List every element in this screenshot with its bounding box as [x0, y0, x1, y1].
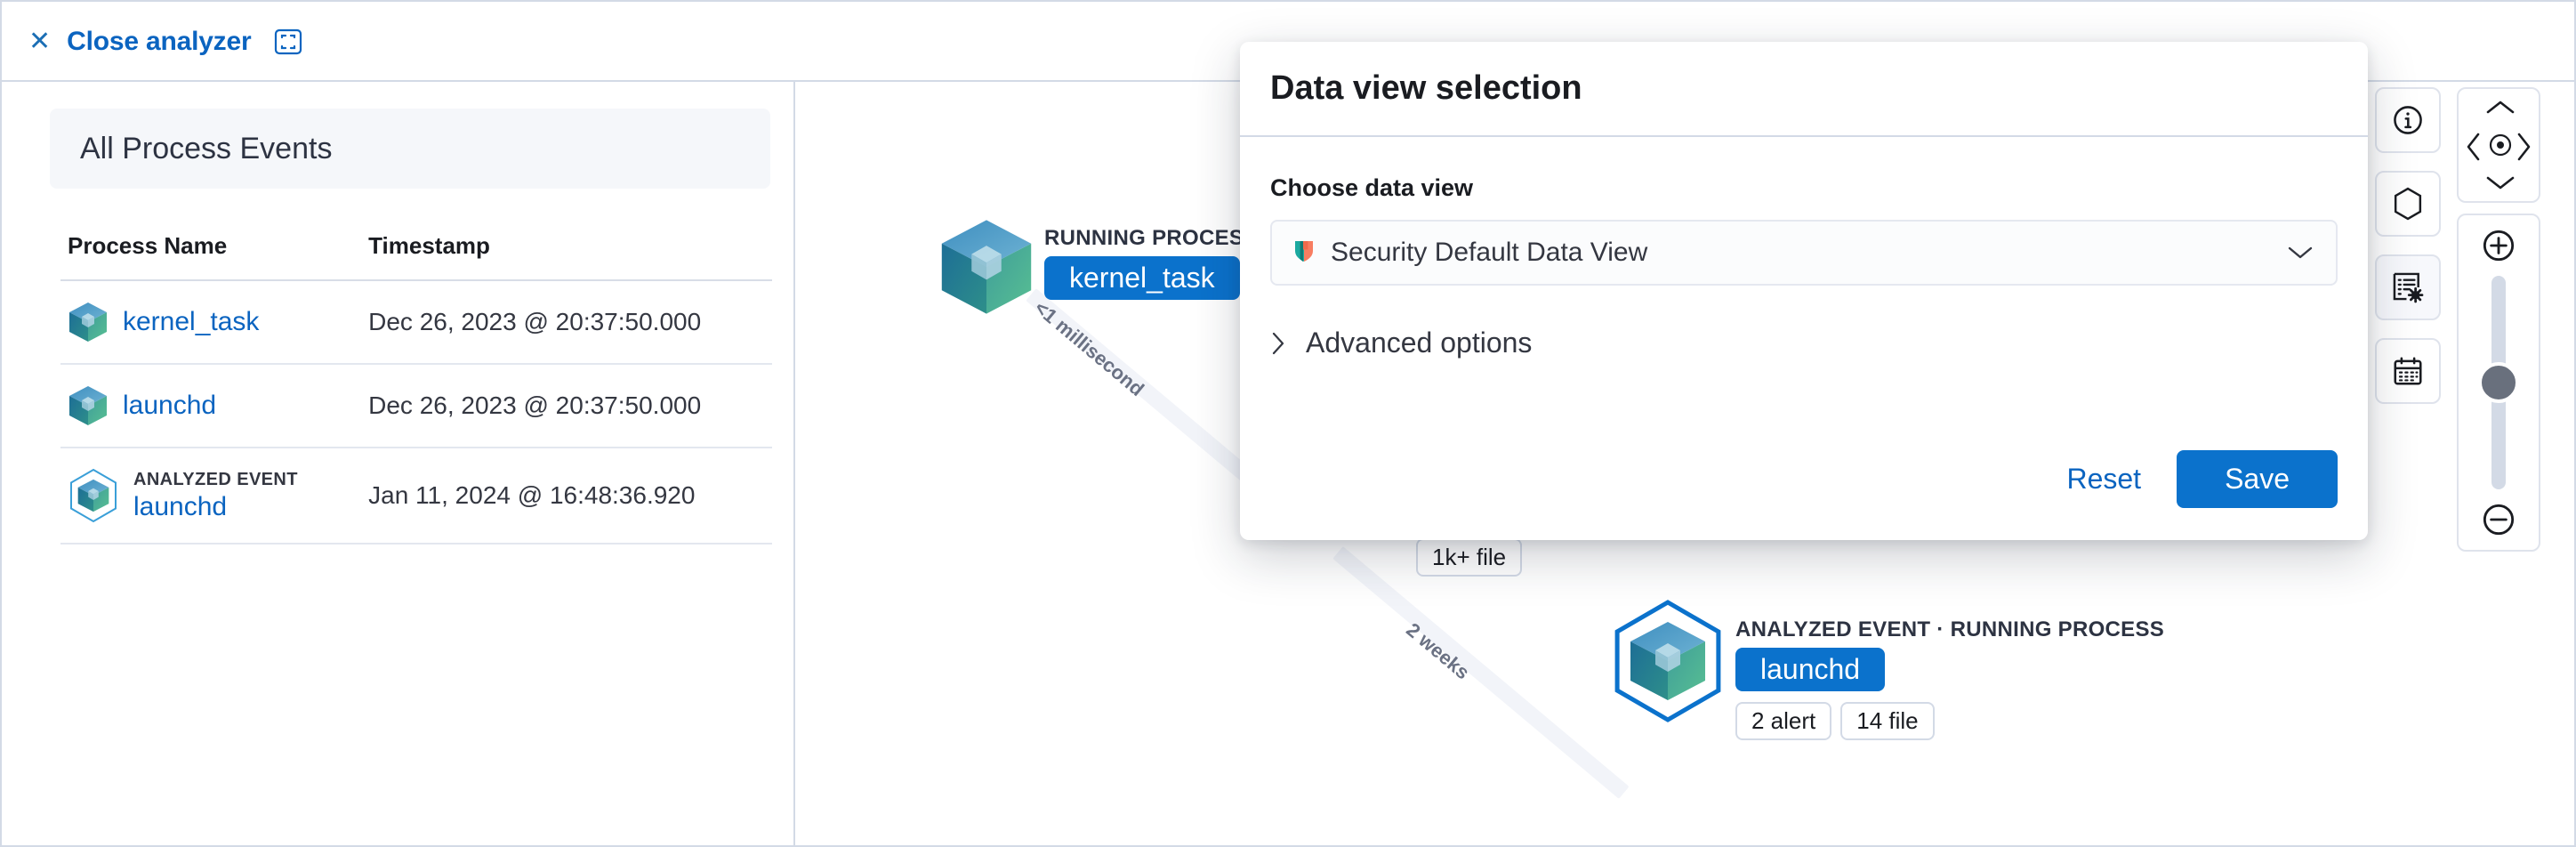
chevron-right-icon — [1272, 332, 1284, 354]
table-row[interactable]: kernel_task Dec 26, 2023 @ 20:37:50.000 — [60, 280, 772, 365]
chevron-up-icon[interactable] — [2484, 98, 2516, 117]
process-name-link[interactable]: launchd — [133, 491, 228, 521]
panel-header: All Process Events — [50, 109, 770, 189]
advanced-options-toggle[interactable]: Advanced options — [1270, 327, 2338, 359]
schema-settings-button[interactable] — [2375, 254, 2441, 320]
cell-timestamp: Jan 11, 2024 @ 16:48:36.920 — [345, 448, 772, 544]
graph-node-kernel-task[interactable]: RUNNING PROCESS kernel_task — [938, 215, 1259, 319]
graph-controls-column — [2375, 87, 2441, 404]
fullscreen-icon[interactable] — [274, 28, 302, 56]
process-name-link[interactable]: kernel_task — [123, 307, 260, 336]
column-header-timestamp: Timestamp — [345, 229, 772, 281]
data-view-select[interactable]: Security Default Data View — [1270, 220, 2338, 286]
security-shield-icon — [1292, 238, 1316, 269]
center-target-icon[interactable] — [2487, 132, 2514, 158]
table-header-row: Process Name Timestamp — [60, 229, 772, 281]
process-cube-icon — [938, 215, 1035, 319]
info-circle-icon — [2394, 106, 2422, 134]
node-kind-label: RUNNING PROCESS — [1044, 226, 1259, 250]
node-name-pill[interactable]: launchd — [1735, 648, 1886, 691]
cell-timestamp: Dec 26, 2023 @ 20:37:50.000 — [345, 280, 772, 365]
process-cube-icon — [68, 384, 109, 427]
data-view-value: Security Default Data View — [1331, 238, 1648, 267]
cell-process-name: launchd — [60, 364, 346, 448]
graph-edge — [1332, 546, 1630, 799]
cell-process-name: ANALYZED EVENT launchd — [60, 448, 346, 544]
chevron-down-icon[interactable] — [2484, 173, 2516, 192]
column-header-process-name: Process Name — [60, 229, 346, 281]
table-row[interactable]: ANALYZED EVENT launchd Jan 11, 2024 @ 16… — [60, 448, 772, 544]
zoom-in-icon[interactable] — [2481, 228, 2516, 263]
data-view-selection-modal: Data view selection Choose data view Sec… — [1240, 42, 2368, 540]
process-events-table: Process Name Timestamp — [60, 229, 772, 544]
schema-settings-icon — [2393, 272, 2424, 303]
cell-timestamp: Dec 26, 2023 @ 20:37:50.000 — [345, 364, 772, 448]
zoom-slider-track[interactable] — [2478, 276, 2519, 489]
modal-body: Choose data view Security Default Data V… — [1240, 137, 2368, 359]
zoom-control[interactable] — [2457, 214, 2540, 552]
modal-header: Data view selection — [1240, 42, 2368, 137]
process-cube-hex-icon — [1609, 598, 1727, 724]
node-legend-button[interactable] — [2375, 171, 2441, 237]
modal-title: Data view selection — [1270, 69, 1582, 107]
save-button[interactable]: Save — [2177, 450, 2338, 508]
panel-title: All Process Events — [80, 131, 333, 165]
chevron-right-icon[interactable] — [2514, 131, 2533, 163]
node-badge-alert[interactable]: 2 alert — [1735, 702, 1832, 740]
close-analyzer-button[interactable]: Close analyzer — [67, 27, 252, 56]
advanced-options-label: Advanced options — [1306, 327, 1533, 359]
graph-navigation-controls — [2457, 87, 2540, 552]
zoom-slider-thumb[interactable] — [2478, 362, 2519, 403]
table-row[interactable]: launchd Dec 26, 2023 @ 20:37:50.000 — [60, 364, 772, 448]
node-kind-label: ANALYZED EVENT · RUNNING PROCESS — [1735, 617, 2165, 641]
chevron-down-icon[interactable] — [2286, 244, 2314, 262]
reset-button[interactable]: Reset — [2066, 463, 2142, 495]
cell-process-name: kernel_task — [60, 280, 346, 365]
choose-data-view-label: Choose data view — [1270, 174, 1474, 201]
close-x-icon[interactable]: ✕ — [28, 27, 52, 56]
process-name-link[interactable]: launchd — [123, 391, 217, 420]
node-info-button[interactable] — [2375, 87, 2441, 153]
chevron-left-icon[interactable] — [2464, 131, 2483, 163]
calendar-icon — [2394, 357, 2422, 385]
zoom-out-icon[interactable] — [2481, 502, 2516, 537]
hexagon-icon — [2394, 187, 2422, 221]
node-name-pill[interactable]: kernel_task — [1044, 256, 1240, 300]
modal-footer: Reset Save — [2066, 450, 2338, 508]
graph-node-launchd[interactable]: ANALYZED EVENT · RUNNING PROCESS launchd… — [1609, 598, 2164, 740]
panel-divider — [793, 82, 795, 845]
file-count-chip[interactable]: 1k+ file — [1416, 538, 1523, 577]
pan-control[interactable] — [2457, 87, 2540, 203]
node-badge-file[interactable]: 14 file — [1840, 702, 1935, 740]
process-cube-icon — [68, 301, 109, 343]
date-picker-button[interactable] — [2375, 338, 2441, 404]
process-events-panel: All Process Events Process Name Timestam… — [4, 82, 795, 845]
process-cube-hex-icon — [68, 468, 119, 523]
analyzed-event-tag: ANALYZED EVENT — [133, 469, 298, 489]
